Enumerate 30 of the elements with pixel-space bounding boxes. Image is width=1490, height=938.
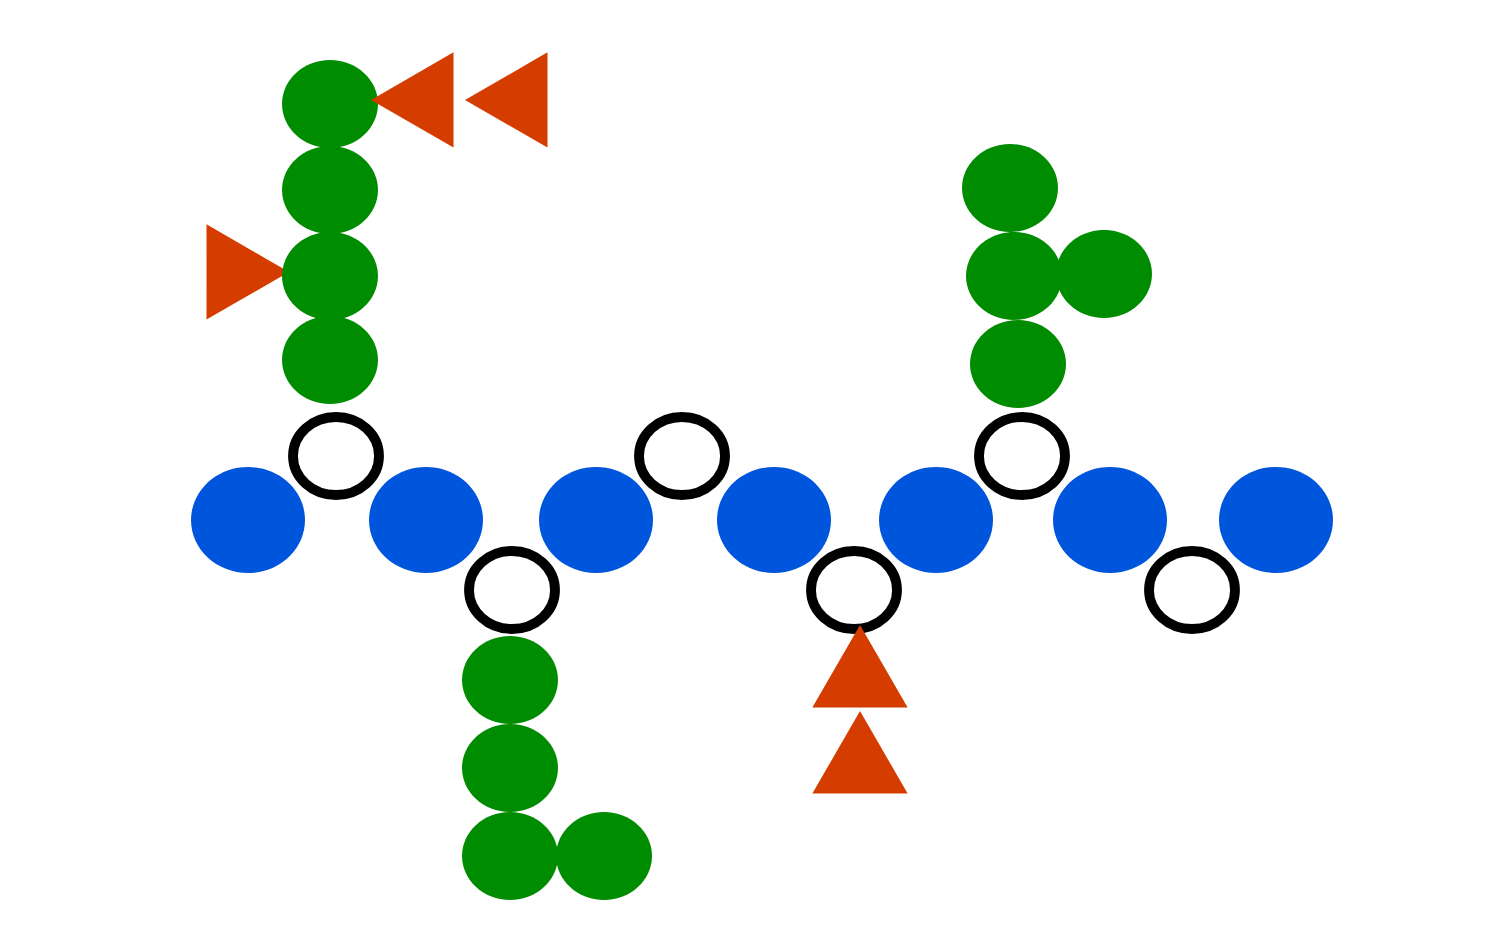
circle-symbol xyxy=(556,812,652,900)
circle-symbol xyxy=(282,232,378,320)
circle-symbol xyxy=(462,636,558,724)
triangle-symbol xyxy=(812,625,908,708)
circle-symbol xyxy=(1056,230,1152,318)
circle-symbol xyxy=(462,724,558,812)
ring-symbol xyxy=(288,412,384,500)
circle-symbol xyxy=(369,467,483,573)
circle-symbol xyxy=(966,232,1062,320)
ring-symbol xyxy=(1144,546,1240,634)
triangle-symbol xyxy=(465,52,548,148)
circle-symbol xyxy=(191,467,305,573)
circle-symbol xyxy=(462,812,558,900)
circle-symbol xyxy=(539,467,653,573)
circle-symbol xyxy=(282,146,378,234)
circle-symbol xyxy=(879,467,993,573)
circle-symbol xyxy=(717,467,831,573)
ring-symbol xyxy=(974,412,1070,500)
ring-symbol xyxy=(464,546,560,634)
ring-symbol xyxy=(634,412,730,500)
circle-symbol xyxy=(1053,467,1167,573)
triangle-symbol xyxy=(371,52,454,148)
circle-symbol xyxy=(962,144,1058,232)
triangle-symbol xyxy=(812,711,908,794)
circle-symbol xyxy=(282,316,378,404)
circle-symbol xyxy=(282,60,378,148)
ring-symbol xyxy=(806,546,902,634)
circle-symbol xyxy=(1219,467,1333,573)
circle-symbol xyxy=(970,320,1066,408)
triangle-symbol xyxy=(206,224,289,320)
